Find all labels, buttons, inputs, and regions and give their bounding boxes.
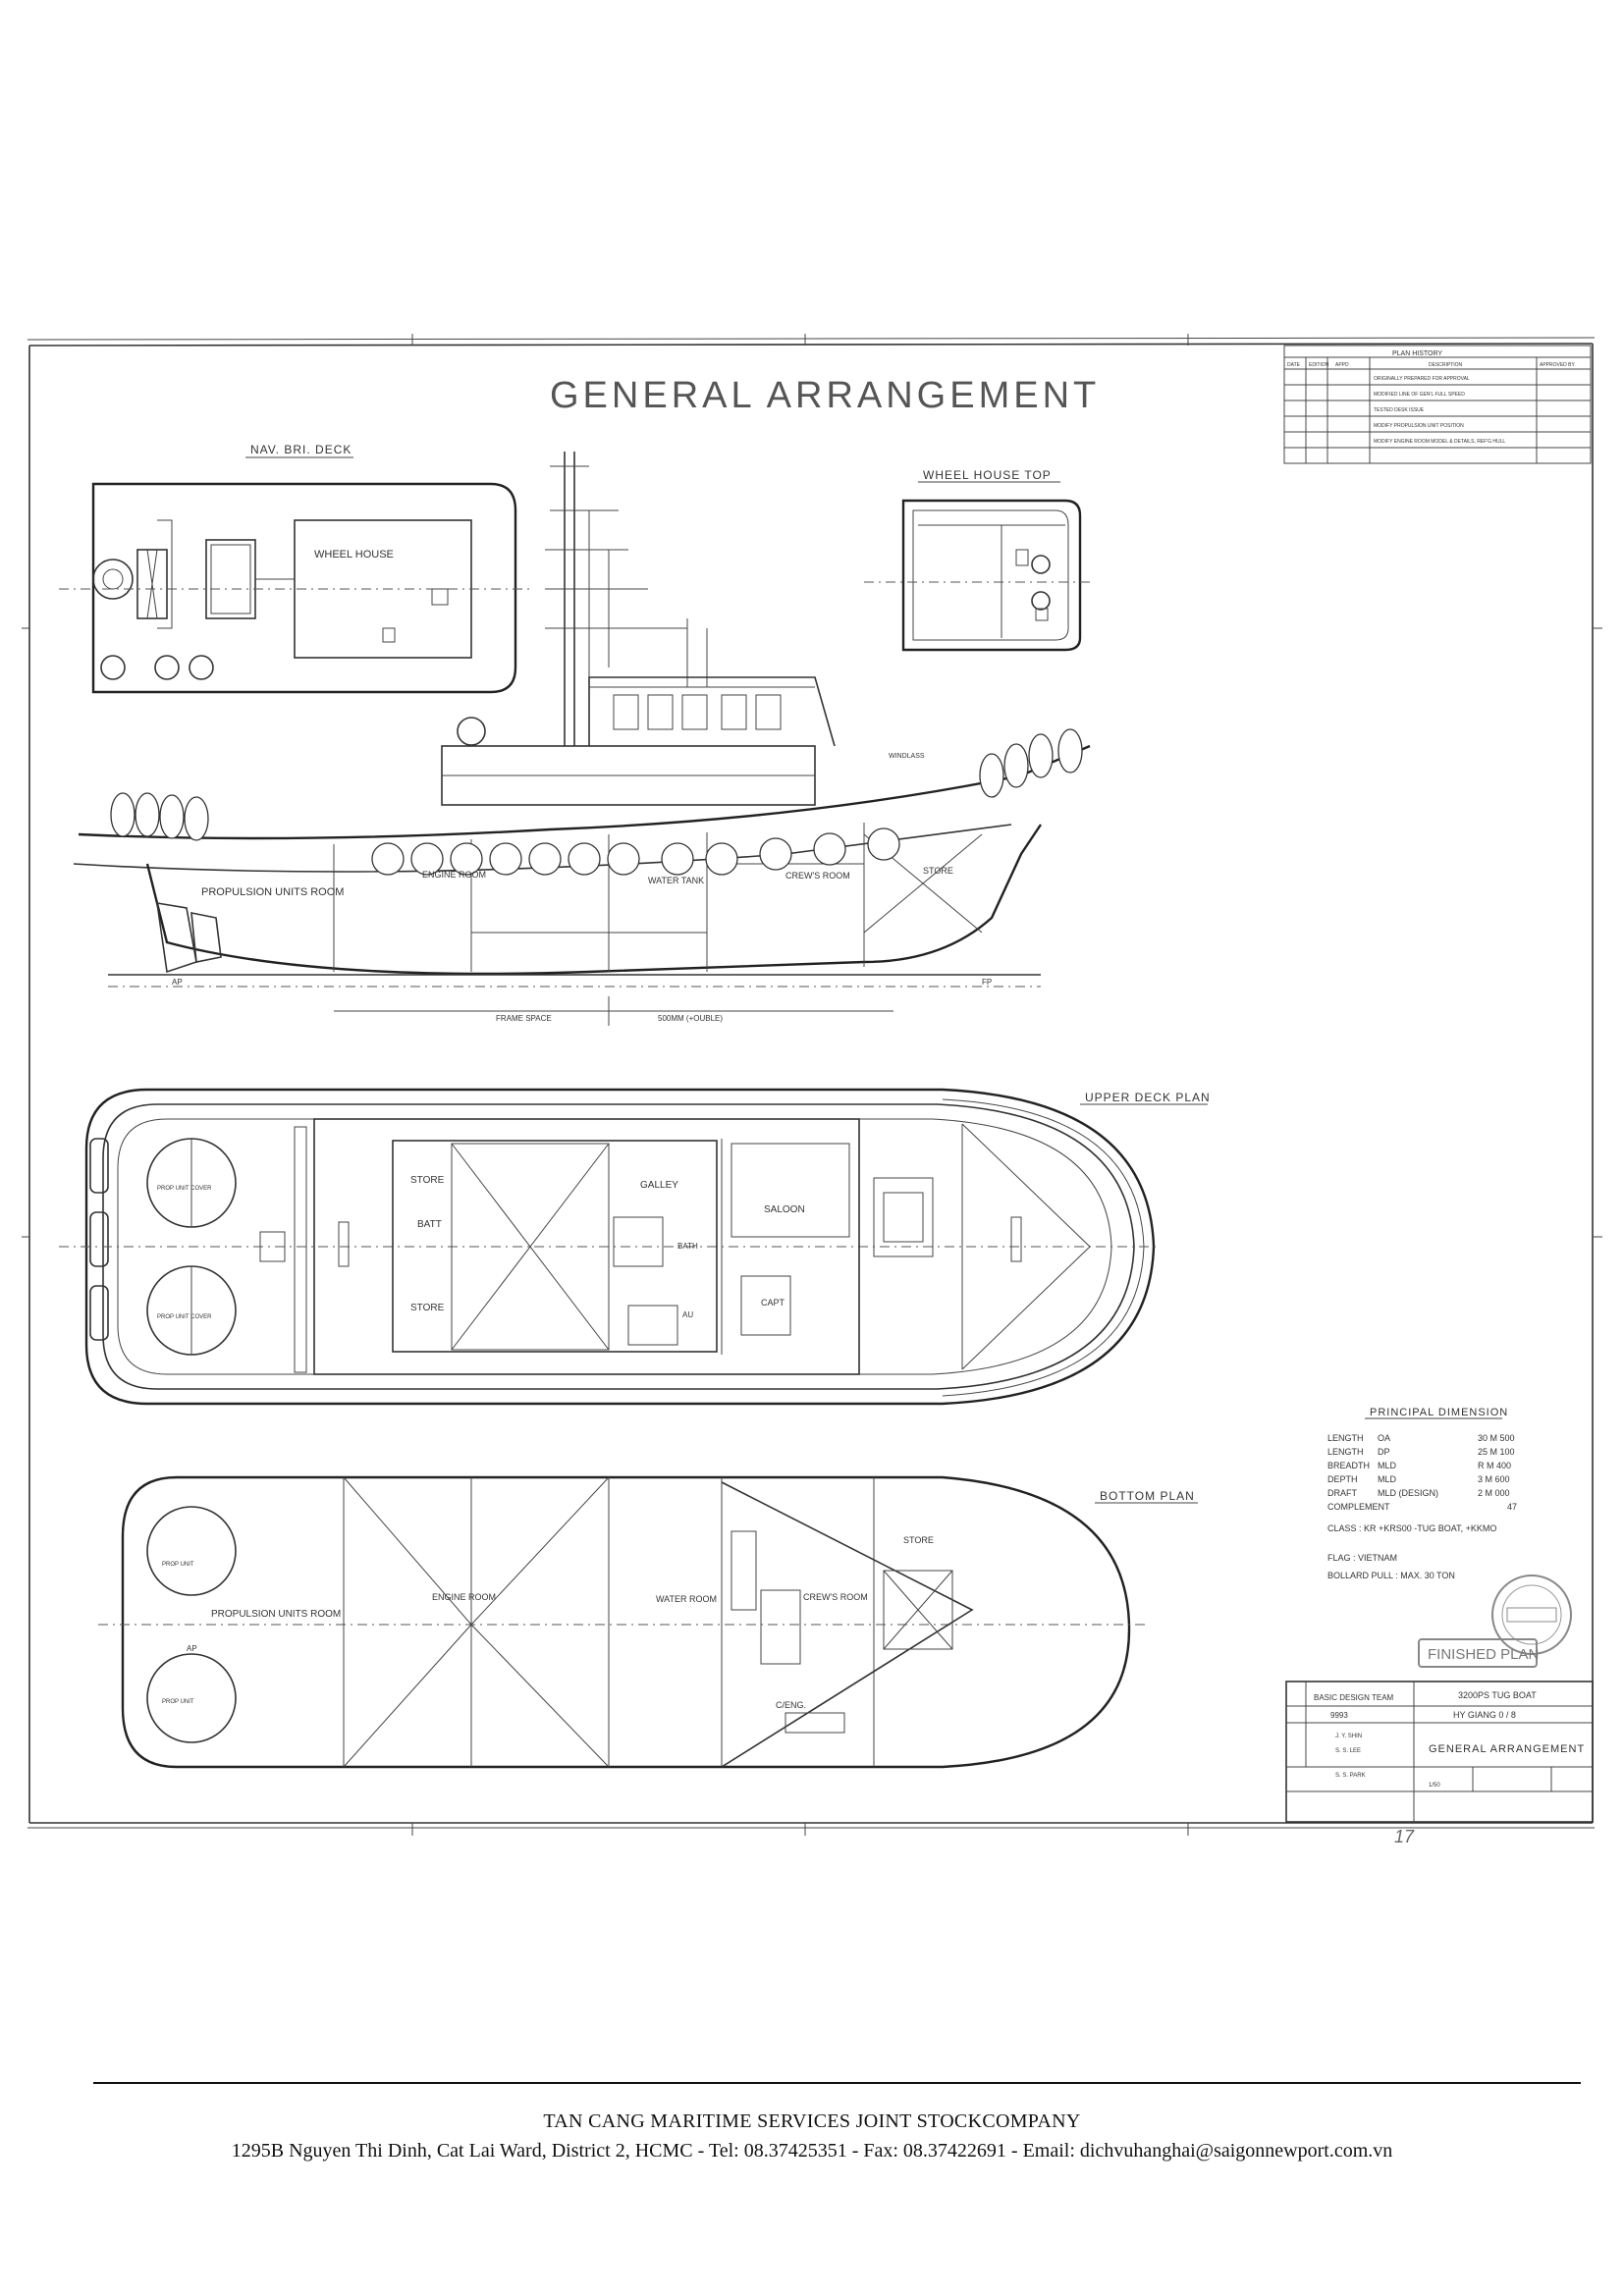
dim-sub: MLD xyxy=(1378,1461,1397,1470)
dim-class: CLASS : KR +KRS00 -TUG BOAT, +KKMO xyxy=(1327,1523,1496,1533)
title-block-ship-no: 9993 xyxy=(1330,1711,1348,1720)
dim-label: LENGTH xyxy=(1327,1433,1364,1443)
plan-history-header-appd: APPD xyxy=(1335,362,1349,368)
profile-water-tank: WATER TANK xyxy=(648,876,704,885)
bottom-crews-room: CREW'S ROOM xyxy=(803,1592,868,1602)
dim-sub: MLD (DESIGN) xyxy=(1378,1488,1438,1498)
plan-history-row: MODIFIED LINE OF GEN'L FULL SPEED xyxy=(1374,392,1465,398)
profile-fp: FP xyxy=(982,978,992,987)
mast xyxy=(545,452,708,746)
profile-store: STORE xyxy=(923,866,953,876)
profile-frame-space-value: 500MM (+OUBLE) xyxy=(658,1014,723,1023)
upper-au: AU xyxy=(682,1310,693,1319)
plan-history-header-date: DATE xyxy=(1287,362,1301,368)
upper-deck-plan-label: UPPER DECK PLAN xyxy=(1085,1091,1211,1104)
bottom-store: STORE xyxy=(903,1535,934,1545)
plan-history-table: PLAN HISTORY DATE EDITION APPD DESCRIPTI… xyxy=(1283,345,1592,464)
upper-deck-plan-view: UPPER DECK PLAN xyxy=(59,1088,1211,1406)
upper-capt: CAPT xyxy=(761,1298,785,1308)
plan-history-title: PLAN HISTORY xyxy=(1392,350,1442,357)
dim-label: BREADTH xyxy=(1327,1461,1370,1470)
dim-label: LENGTH xyxy=(1327,1447,1364,1457)
title-block-approved: J. Y. SHIN xyxy=(1335,1734,1362,1739)
plan-history-row: MODIFY PROPULSION UNIT POSITION xyxy=(1374,423,1464,429)
title-block: BASIC DESIGN TEAM 3200PS TUG BOAT 9993 H… xyxy=(1285,1681,1594,1823)
plan-history-row: MODIFY ENGINE ROOM MODEL & DETAILS, REF'… xyxy=(1374,439,1505,445)
profile-ap: AP xyxy=(172,978,183,987)
dim-value: 47 xyxy=(1507,1502,1517,1512)
bottom-ap: AP xyxy=(187,1644,197,1653)
approval-stamp xyxy=(1491,1575,1572,1655)
profile-crews-room: CREW'S ROOM xyxy=(785,871,850,881)
page-mark: 17 xyxy=(1394,1827,1415,1846)
upper-batt: BATT xyxy=(417,1219,442,1230)
upper-galley: GALLEY xyxy=(640,1180,678,1191)
plan-history-row: ORIGINALLY PREPARED FOR APPROVAL xyxy=(1374,376,1470,382)
upper-bath: BATH xyxy=(677,1242,698,1251)
title-block-drawn: S. S. PARK xyxy=(1335,1773,1366,1779)
dim-sub: MLD xyxy=(1378,1474,1397,1484)
title-block-scale: 1/50 xyxy=(1429,1783,1440,1789)
profile-propulsion-units-room: PROPULSION UNITS ROOM xyxy=(201,886,344,898)
title-block-dept: BASIC DESIGN TEAM xyxy=(1314,1693,1394,1702)
dim-value: 2 M 000 xyxy=(1478,1488,1510,1498)
plan-history-header-description: DESCRIPTION xyxy=(1429,362,1463,368)
dim-value: 3 M 600 xyxy=(1478,1474,1510,1484)
bottom-c-eng: C/ENG. xyxy=(776,1700,806,1710)
bottom-engine-room: ENGINE ROOM xyxy=(432,1592,496,1602)
sheet-border xyxy=(22,334,1602,1836)
plan-history-row: TESTED DESK ISSUE xyxy=(1374,407,1425,413)
upper-store-1: STORE xyxy=(410,1175,445,1186)
bottom-prop-unit-1: PROP UNIT xyxy=(162,1562,194,1568)
dim-value: 25 M 100 xyxy=(1478,1447,1515,1457)
title-block-drawing-name: GENERAL ARRANGEMENT xyxy=(1429,1743,1585,1755)
bottom-propulsion-units-room: PROPULSION UNITS ROOM xyxy=(211,1609,341,1620)
principal-dimension-block: PRINCIPAL DIMENSION LENGTH OA 30 M 500 L… xyxy=(1327,1407,1517,1580)
footer-rule xyxy=(93,2082,1581,2084)
finished-plan-text: FINISHED PLAN xyxy=(1428,1646,1539,1663)
title-block-ship-type: 3200PS TUG BOAT xyxy=(1458,1690,1537,1700)
wheel-house-top-label: WHEEL HOUSE TOP xyxy=(923,468,1052,482)
wheel-house-top-view: WHEEL HOUSE TOP xyxy=(864,468,1090,652)
plan-history-header-approved: APPROVED BY xyxy=(1540,362,1576,368)
upper-saloon: SALOON xyxy=(764,1204,805,1215)
dim-label: COMPLEMENT xyxy=(1327,1502,1390,1512)
principal-dimension-title: PRINCIPAL DIMENSION xyxy=(1370,1407,1508,1418)
drawing-title: GENERAL ARRANGEMENT xyxy=(550,375,1100,416)
profile-view: PROPULSION UNITS ROOM ENGINE ROOM WATER … xyxy=(73,676,1091,1026)
dim-flag: FLAG : VIETNAM xyxy=(1327,1553,1397,1563)
footer-company: TAN CANG MARITIME SERVICES JOINT STOCKCO… xyxy=(543,2110,1081,2132)
title-block-checked: S. S. LEE xyxy=(1335,1748,1361,1754)
finished-plan-stamp: FINISHED PLAN xyxy=(1418,1638,1539,1668)
profile-frame-space: FRAME SPACE xyxy=(496,1014,552,1023)
nav-bridge-deck-label: NAV. BRI. DECK xyxy=(250,443,352,456)
dim-value: 30 M 500 xyxy=(1478,1433,1515,1443)
upper-prop-unit-cover-1: PROP UNIT COVER xyxy=(157,1186,212,1192)
bottom-water-room: WATER ROOM xyxy=(656,1594,717,1604)
dim-label: DEPTH xyxy=(1327,1474,1358,1484)
dim-label: DRAFT xyxy=(1327,1488,1357,1498)
profile-windlass: WINDLASS xyxy=(889,753,925,760)
footer-address: 1295B Nguyen Thi Dinh, Cat Lai Ward, Dis… xyxy=(231,2140,1393,2162)
wheel-house-label: WHEEL HOUSE xyxy=(314,549,394,561)
nav-bridge-deck-view: NAV. BRI. DECK WHEEL HOUSE xyxy=(59,443,530,694)
upper-prop-unit-cover-2: PROP UNIT COVER xyxy=(157,1314,212,1320)
dim-sub: DP xyxy=(1378,1447,1390,1457)
upper-store-2: STORE xyxy=(410,1303,445,1313)
dim-value: R M 400 xyxy=(1478,1461,1511,1470)
dim-sub: OA xyxy=(1378,1433,1390,1443)
dim-bollard: BOLLARD PULL : MAX. 30 TON xyxy=(1327,1571,1455,1580)
profile-engine-room: ENGINE ROOM xyxy=(422,870,486,880)
bottom-plan-view: BOTTOM PLAN PROPULSION UNITS ROOM ENGINE… xyxy=(98,1475,1198,1769)
bottom-plan-label: BOTTOM PLAN xyxy=(1100,1489,1195,1503)
title-block-ship-name: HY GIANG 0 / 8 xyxy=(1453,1710,1516,1720)
bottom-prop-unit-2: PROP UNIT xyxy=(162,1699,194,1705)
plan-history-header-edition: EDITION xyxy=(1309,362,1329,368)
